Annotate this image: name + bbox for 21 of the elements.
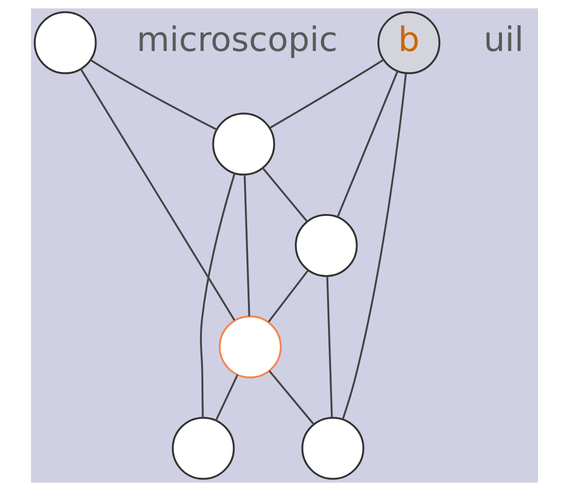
node-circle: [212, 112, 275, 176]
node-circle: [294, 214, 358, 277]
connector: [80, 68, 235, 321]
connector: [199, 173, 235, 418]
connector: [326, 276, 332, 418]
connector: [336, 70, 398, 218]
node-circle: [218, 315, 282, 378]
connector: [214, 374, 238, 421]
connector: [269, 59, 384, 129]
node-circle: [171, 416, 234, 480]
label: microscopic: [136, 20, 338, 59]
connector: [243, 174, 250, 316]
connector: [267, 270, 308, 323]
label: uil: [483, 20, 524, 59]
node-circle: [300, 416, 364, 480]
connector: [90, 59, 217, 130]
connector: [268, 370, 314, 425]
connector: [262, 168, 308, 222]
connector: [341, 73, 406, 420]
node-circle: b: [376, 11, 440, 74]
node-circle: [33, 11, 96, 74]
